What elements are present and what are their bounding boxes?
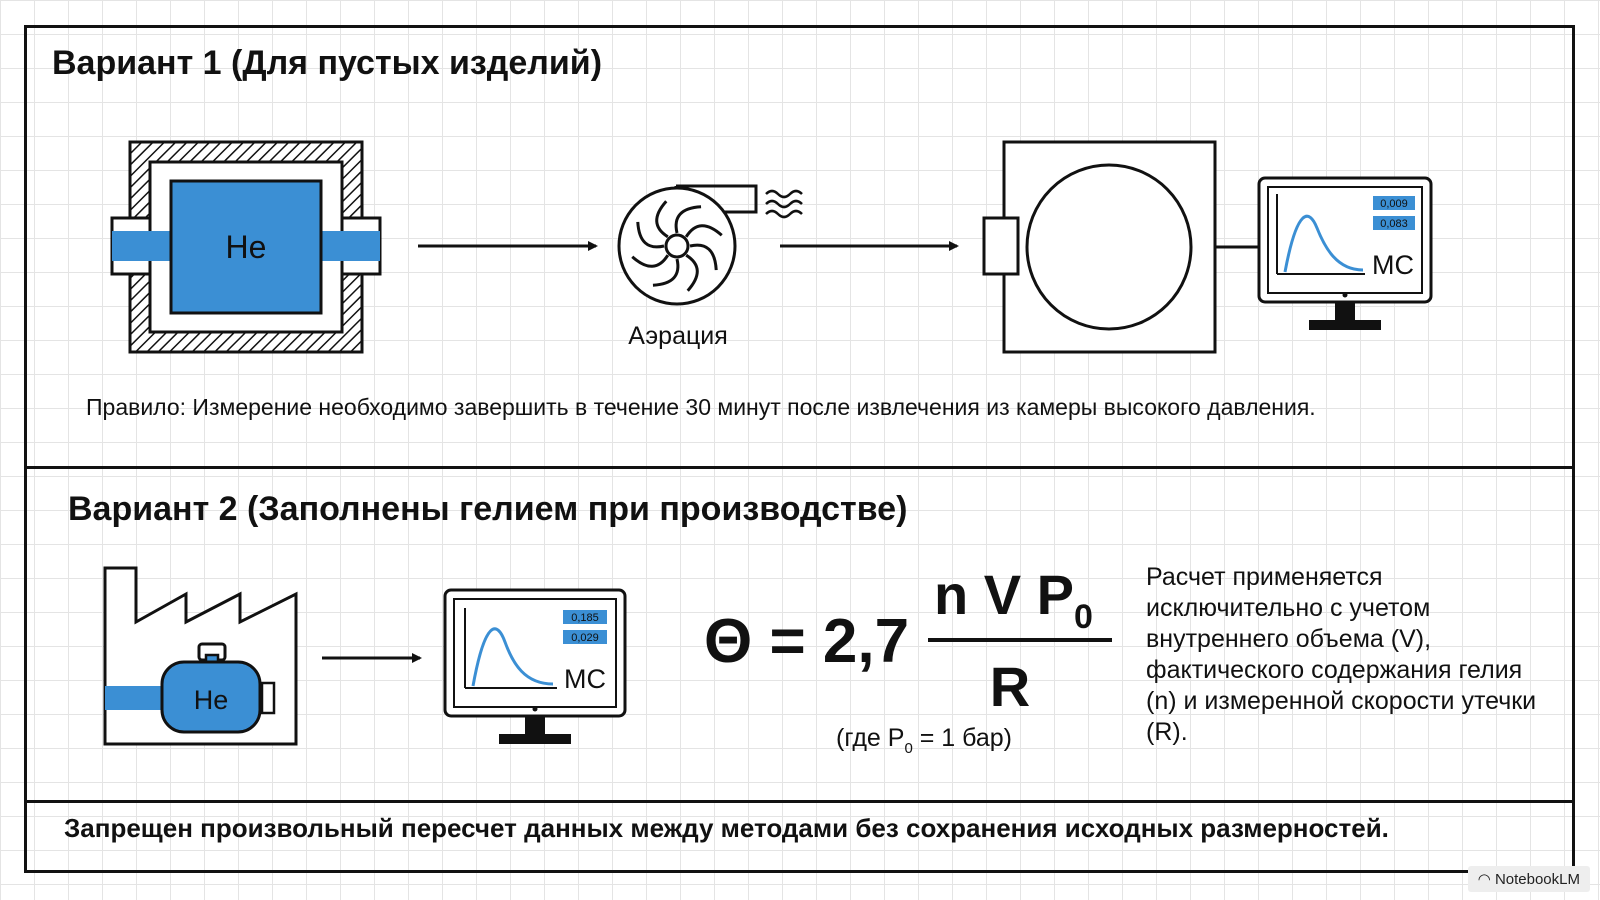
- fan-blade: [636, 221, 665, 249]
- formula-denominator: R: [990, 655, 1030, 718]
- formula-explanation: Расчет применяется исключительно с учето…: [1146, 563, 1537, 746]
- mass-spectrometer-monitor-1: 0,009 0,083 МС: [1257, 176, 1433, 330]
- formula-numerator: n V P: [934, 563, 1074, 626]
- formula-note-suffix: = 1 бар): [913, 724, 1012, 752]
- notebooklm-logo-icon: ◠: [1477, 871, 1495, 888]
- test-chamber: [982, 140, 1258, 354]
- rule-text: Правило: Измерение необходимо завершить …: [86, 394, 1316, 420]
- formula: Θ = 2,7 n V P0 R (где P0 = 1 бар): [704, 563, 1112, 757]
- airflow-waves-icon: [765, 189, 803, 219]
- footer-text: Запрещен произвольный пересчет данных ме…: [64, 813, 1389, 843]
- ms1-label: МС: [1372, 250, 1414, 280]
- fan-blade: [631, 254, 670, 268]
- formula-note-subscript: 0: [904, 740, 912, 757]
- svg-text:n V P0: n V P0: [934, 563, 1093, 636]
- brand-label: NotebookLM: [1494, 871, 1580, 888]
- formula-note-prefix: (где P: [836, 724, 904, 752]
- ms2-value-1: 0,185: [571, 612, 599, 624]
- helium-chamber: He: [110, 140, 382, 354]
- footer-divider: [24, 800, 1575, 803]
- ms1-peak-curve: [1283, 214, 1364, 273]
- fan-blade: [655, 200, 669, 239]
- chamber-he-label: He: [226, 229, 267, 265]
- product-he-label: He: [194, 685, 229, 715]
- fan-blade: [684, 224, 723, 238]
- ms1-value-1: 0,009: [1380, 198, 1408, 210]
- svg-text:(где P0 = 1 бар): (где P0 = 1 бар): [836, 724, 1012, 757]
- ms2-peak-curve: [471, 627, 554, 687]
- variant1-title: Вариант 1 (Для пустых изделий): [52, 44, 603, 82]
- ms1-value-2: 0,083: [1380, 218, 1408, 230]
- ms2-label: МС: [564, 664, 606, 694]
- variant2-title: Вариант 2 (Заполнены гелием при производ…: [68, 490, 908, 528]
- section-divider: [24, 466, 1575, 469]
- fan-blade: [674, 205, 702, 234]
- ms2-value-2: 0,029: [571, 632, 599, 644]
- fan-blade: [689, 243, 718, 271]
- factory-icon: He: [103, 566, 298, 746]
- formula-lhs: Θ = 2,7: [704, 607, 909, 676]
- fan-blade: [652, 258, 680, 287]
- aeration-label: Аэрация: [628, 322, 728, 350]
- mass-spectrometer-monitor-2: 0,185 0,029 МС: [443, 588, 627, 744]
- formula-numerator-subscript: 0: [1074, 598, 1093, 636]
- fan-blade: [685, 253, 699, 292]
- fan-icon: [617, 184, 758, 306]
- brand-badge: ◠ NotebookLM: [1467, 866, 1590, 892]
